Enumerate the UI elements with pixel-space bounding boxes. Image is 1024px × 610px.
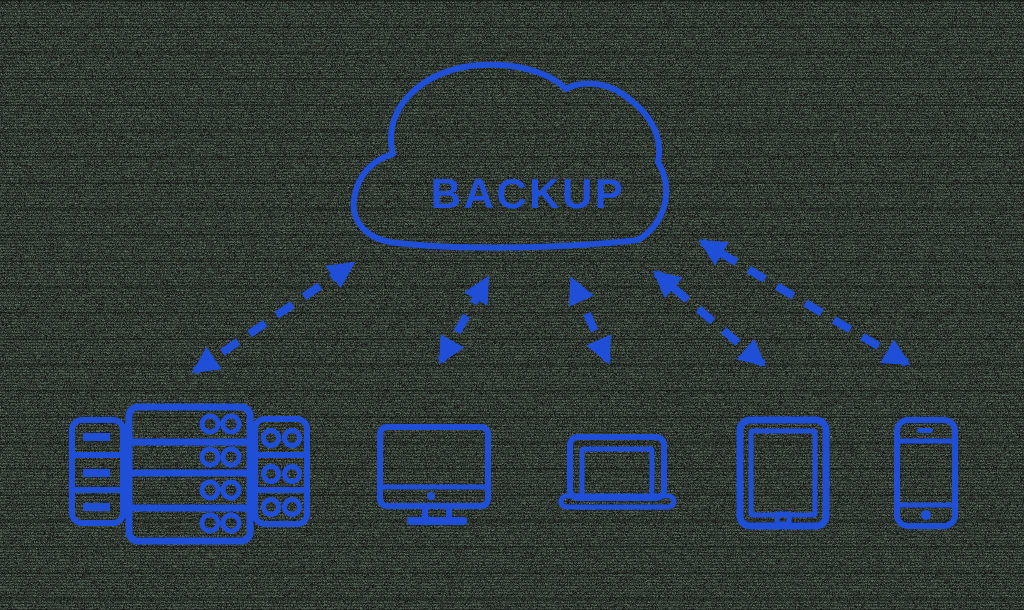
tablet-screen <box>748 428 818 518</box>
led-circle <box>199 446 221 468</box>
server-left-unit <box>69 417 126 526</box>
led-circle <box>220 512 242 534</box>
smartphone-icon <box>894 417 958 529</box>
tablet-icon <box>736 416 830 530</box>
desktop-monitor-icon <box>377 424 491 525</box>
cloud-label: BACKUP <box>431 170 626 217</box>
monitor-frame <box>377 424 491 509</box>
server-center-unit <box>125 403 254 545</box>
tablet-home-notch <box>774 511 792 527</box>
led-circle <box>220 413 242 435</box>
led-circle <box>199 413 221 435</box>
server-right-body <box>252 416 310 527</box>
monitor-button <box>427 492 435 500</box>
sync-arrow-cloud-laptop <box>568 276 612 365</box>
led-circle <box>220 446 242 468</box>
led-circle <box>199 512 221 534</box>
server-rack-icon <box>69 403 310 545</box>
led-circle <box>261 497 281 517</box>
led-circle <box>261 464 281 484</box>
phone-home-button <box>921 510 931 520</box>
server-right-unit <box>252 416 310 527</box>
sync-arrow-cloud-desktop <box>437 275 491 365</box>
led-circle <box>220 479 242 501</box>
led-circle <box>282 497 302 517</box>
phone-speaker <box>917 428 933 433</box>
led-circle <box>261 428 281 448</box>
led-circle <box>282 464 302 484</box>
server-left-body <box>69 417 126 526</box>
laptop-base <box>558 493 677 510</box>
sync-arrows <box>191 238 911 375</box>
laptop-icon <box>558 434 677 510</box>
monitor-stand-base <box>407 517 467 525</box>
sync-arrow-cloud-phone <box>698 238 911 367</box>
sync-arrow-cloud-tablet <box>652 269 767 368</box>
sync-arrow-cloud-server <box>191 260 356 375</box>
led-circle <box>199 479 221 501</box>
phone-frame <box>894 417 958 529</box>
backup-cloud-icon: BACKUP <box>350 61 670 251</box>
led-circle <box>282 428 302 448</box>
laptop-screen <box>579 446 655 501</box>
cloud-outline <box>350 61 670 251</box>
